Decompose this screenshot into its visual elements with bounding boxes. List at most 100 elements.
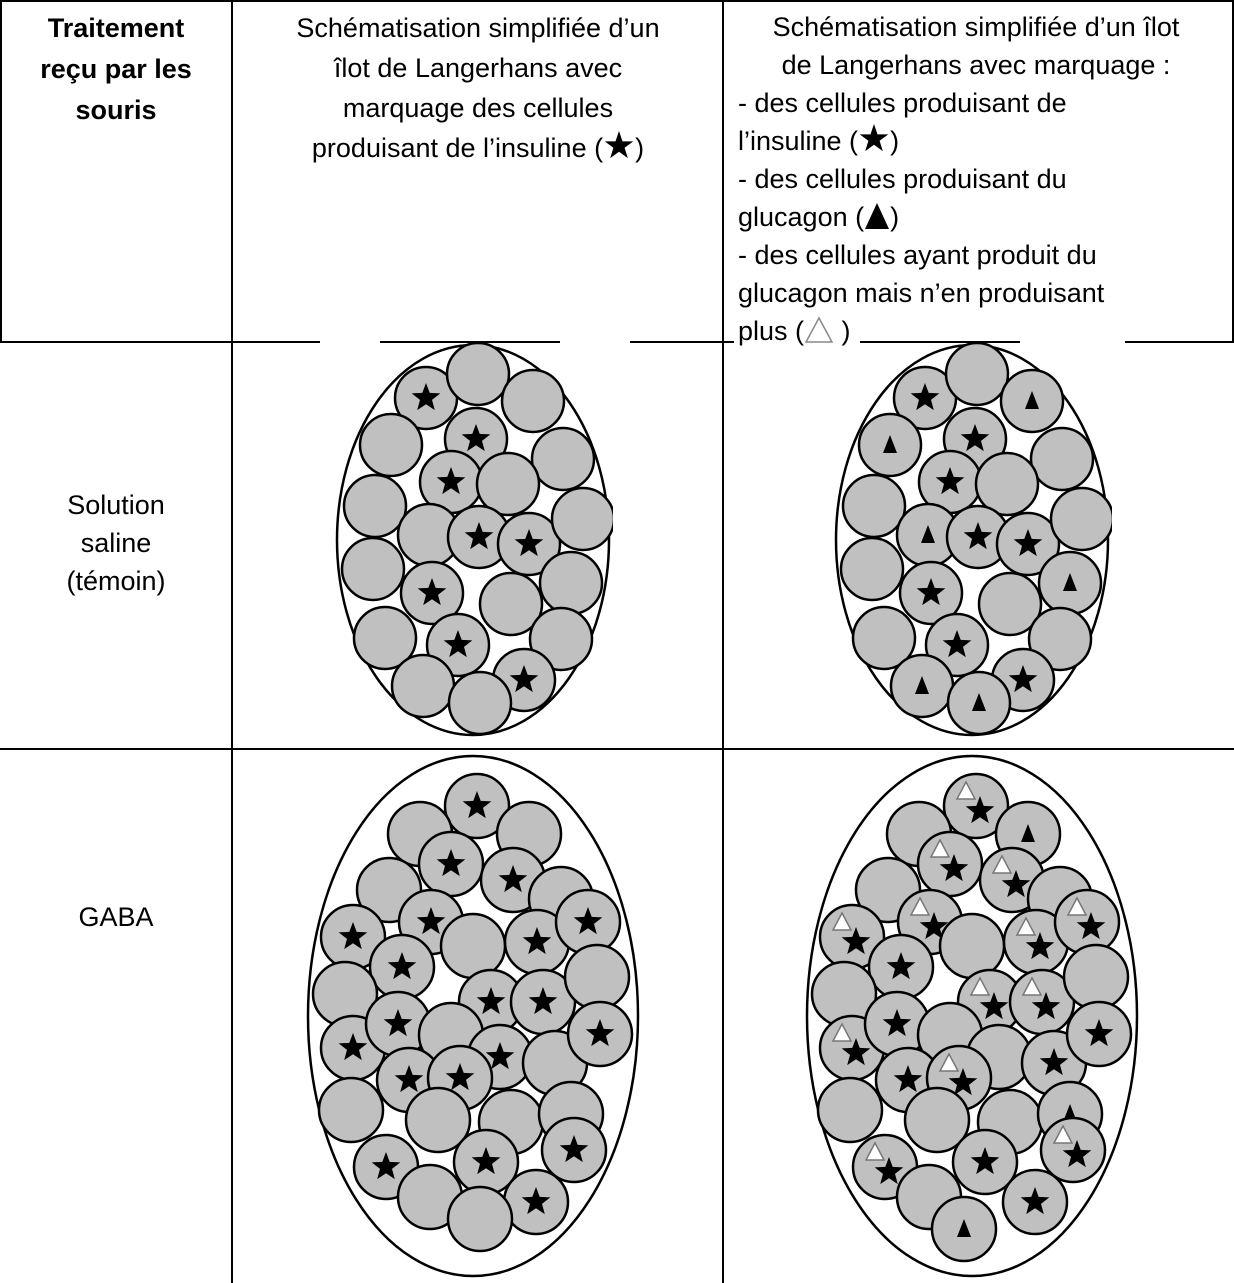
legend-glucagon-line-2: glucagon () [738,198,1228,236]
header-treatment-line-3: souris [0,90,232,131]
filled-triangle-icon [864,202,890,230]
islet-saline-markers [832,341,1112,739]
islet-cell [542,1118,606,1182]
star-icon [858,124,890,154]
islet-cell [1041,1118,1105,1182]
islet-cell [502,370,564,432]
cell-circle [841,538,903,600]
header-treatment-line-2: reçu par les [0,49,232,90]
cell-circle [532,428,594,490]
islet-cell [1067,1002,1131,1066]
cell-circle [1064,945,1128,1009]
islet-cell [419,832,483,896]
islet-cell [841,538,903,600]
islet-cell [869,935,933,999]
legend-insulin-line-2: l’insuline () [738,122,1228,160]
cell-circle [449,672,511,734]
cell-circle [540,552,602,614]
legend-former-glucagon-line-2: glucagon mais n’en produisant [738,274,1228,312]
islet-cell [552,488,613,550]
cell-circle [342,538,404,600]
header-col2-line-1: Schématisation simplifiée d’un [233,8,723,48]
header-col2-line-3: marquage des cellules [233,88,723,128]
header-col2-line-4: produisant de l’insuline () [233,128,723,168]
islet-cell [449,672,511,734]
islet-cell [1055,890,1119,954]
islet-cell [360,414,422,476]
cell-circle [843,475,905,537]
cell-circle [319,1078,383,1142]
islet-gaba-markers [802,752,1142,1280]
islet-cell [1064,945,1128,1009]
row-label-gaba: GABA [0,898,232,936]
islet-cell [818,1078,882,1142]
cell-circle [360,414,422,476]
cell-circle [946,343,1008,405]
islet-cell [1039,552,1101,614]
star-icon [603,131,635,161]
islet-cell [946,343,1008,405]
islet-cell [448,1187,512,1251]
islet-cell [948,672,1010,734]
islet-cell [441,914,505,978]
islet-cell [891,655,953,717]
islet-cell [1003,1170,1067,1234]
row-label-saline-line-1: Solution [0,486,232,524]
row-label-saline: Solution saline (témoin) [0,486,232,600]
islet-cell [532,428,594,490]
header-treatment: Traitement reçu par les souris [0,0,232,342]
cell-circle [344,475,406,537]
islet-cell [843,475,905,537]
islet-cell [344,475,406,537]
islet-cell [932,1197,996,1261]
cell-circle [818,1078,882,1142]
islet-cell [392,655,454,717]
cell-circle [940,914,1004,978]
islet-cell [565,945,629,1009]
header-col2-line-2: îlot de Langerhans avec [233,48,723,88]
header-marker-scheme: Schématisation simplifiée d’un îlot de L… [724,0,1234,342]
islet-cell [859,414,921,476]
legend-former-glucagon-line-1: - des cellules ayant produit du [738,236,1228,274]
legend-insulin-line-1: - des cellules produisant de [738,84,1228,122]
cell-circle [441,914,505,978]
cell-circle [392,655,454,717]
row-label-saline-line-2: saline [0,524,232,562]
cell-circle [447,343,509,405]
cell-circle [502,370,564,432]
islet-saline-insulin [333,341,613,739]
islet-cell [1031,428,1093,490]
legend-former-glucagon-text: plus ( [738,316,804,346]
islet-cell [370,935,434,999]
islet-cell [918,832,982,896]
header-col2-close: ) [635,133,644,163]
islet-cell [1051,488,1112,550]
header-col3-intro-1: Schématisation simplifiée d’un îlot [724,8,1228,46]
legend-glucagon-text: glucagon ( [738,202,864,232]
cell-circle [552,488,613,550]
header-treatment-line-1: Traitement [0,8,232,49]
outline-triangle-icon [804,316,834,344]
cell-circle [1031,428,1093,490]
islet-cell [1001,370,1063,432]
islet-cell [568,1002,632,1066]
row-label-saline-line-3: (témoin) [0,562,232,600]
islet-gaba-insulin [303,752,643,1280]
cell-circle [1051,488,1112,550]
islet-cell [940,914,1004,978]
legend-insulin-close: ) [890,126,899,156]
legend-glucagon-line-1: - des cellules produisant du [738,160,1228,198]
cell-circle [565,945,629,1009]
islet-cell [342,538,404,600]
islet-cell [540,552,602,614]
row-label-gaba-line-1: GABA [0,898,232,936]
islet-cell [556,890,620,954]
header-col3-intro-2: de Langerhans avec marquage : [724,46,1228,84]
header-col2-line-4-text: produisant de l’insuline ( [312,133,603,163]
legend-insulin-text: l’insuline ( [738,126,858,156]
cell-circle [448,1187,512,1251]
islet-cell [504,1170,568,1234]
islet-cell [319,1078,383,1142]
header-insulin-scheme: Schématisation simplifiée d’un îlot de L… [233,0,723,342]
legend-glucagon-close: ) [890,202,899,232]
